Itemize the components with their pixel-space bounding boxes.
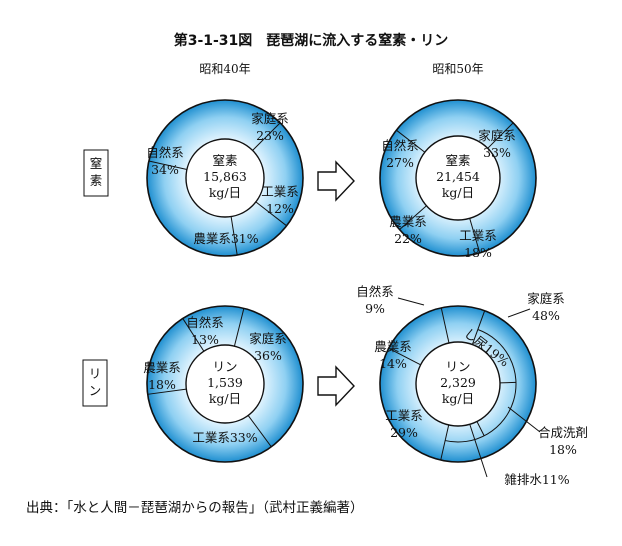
row-label-phosphorus: リン: [89, 366, 102, 398]
pie-slice-agricultural-boundary: [388, 347, 421, 366]
pie-slice-household-boundary: [471, 310, 486, 345]
pie-label-household-leader: [507, 308, 531, 318]
pie-slice-natural-boundary: [148, 160, 188, 170]
pie-center-hole: [185, 138, 265, 218]
pie-chart-2: [379, 99, 537, 257]
sub-breakdown-ring: [445, 329, 517, 443]
pie-slice-household-boundary: [487, 122, 514, 149]
sub-label-greywater: 雑排水11%: [504, 472, 569, 487]
sub-label-greywater-leader: [469, 424, 488, 478]
pie-slice-industrial-boundary: [255, 201, 287, 227]
pie-slice-household-boundary: [252, 122, 281, 151]
source-note: 出典：「水と人間－琵琶湖からの報告」（武村正義編著）: [26, 499, 364, 516]
pie-center-hole: [415, 341, 501, 427]
pie-center-hole: [415, 135, 501, 221]
pie-slice-natural-boundary: [396, 129, 426, 153]
pie-slice-industrial-boundary: [469, 218, 481, 254]
row-label-nitrogen: 窒素: [90, 156, 103, 188]
transition-arrow-phosphorus: [317, 365, 355, 407]
pie-slice-agricultural-boundary: [399, 205, 427, 230]
row-label-nitrogen-box: 窒素: [83, 149, 109, 197]
transition-arrow-nitrogen: [317, 160, 355, 202]
pie-slice-household-boundary: [233, 308, 245, 347]
pie-label-agricultural: 農業系31%: [193, 231, 258, 246]
figure-title: 第3-1-31図 琵琶湖に流入する窒素・リン: [174, 32, 449, 49]
sub-label-detergent-leader: [507, 406, 541, 433]
pie-chart-1: [146, 99, 304, 257]
pie-slice-industrial-boundary: [247, 415, 272, 448]
pie-label-industrial: 工業系33%: [192, 430, 257, 445]
pie-slice-agricultural-boundary: [230, 216, 238, 256]
pie-chart-4: し尿19%: [379, 297, 541, 478]
pie-center-hole: [185, 344, 265, 424]
sub-slice-boundary: [476, 421, 485, 436]
chart-title-1950: 昭和40年: [199, 62, 250, 76]
pie-slice-natural-boundary: [182, 318, 205, 352]
chart-title-1975: 昭和50年: [432, 62, 483, 76]
row-label-phosphorus-box: リン: [82, 359, 108, 407]
pie-slice-industrial-boundary: [440, 424, 450, 461]
pie-label-natural-leader: [397, 297, 425, 306]
pie-slice-agricultural-boundary: [147, 388, 187, 395]
pie-slice-natural-boundary: [440, 307, 450, 344]
pie-chart-3: [146, 305, 304, 463]
